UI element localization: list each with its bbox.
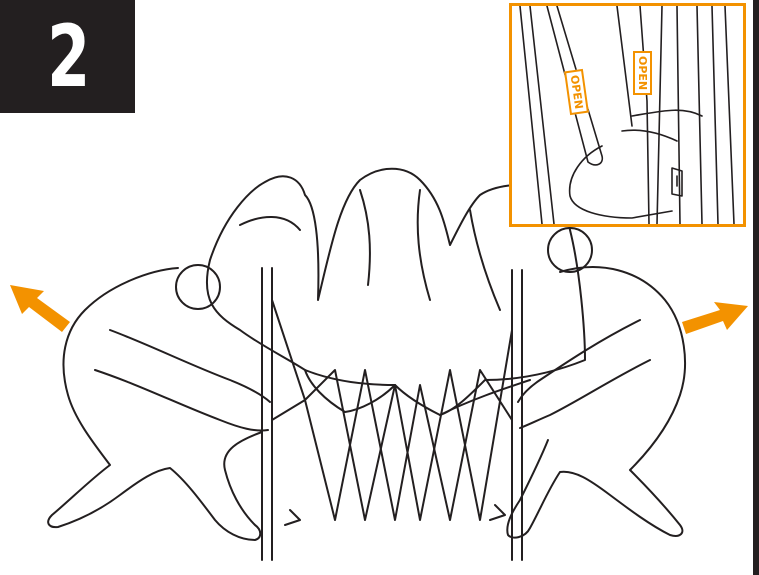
detail-illustration xyxy=(512,6,743,224)
open-label: OPEN xyxy=(633,51,652,95)
frame-leg xyxy=(262,268,272,560)
person-right xyxy=(507,228,685,538)
arrow-right-icon xyxy=(682,302,748,334)
person-left xyxy=(48,265,270,540)
frame-leg xyxy=(512,270,522,560)
detail-inset: OPEN OPEN xyxy=(509,3,746,227)
arrow-left-icon xyxy=(10,285,70,332)
